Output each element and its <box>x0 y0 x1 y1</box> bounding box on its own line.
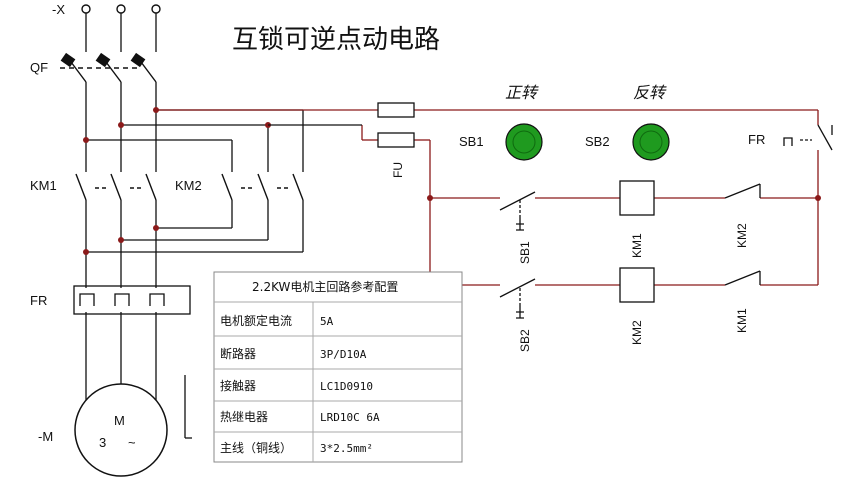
rung1-km2-interlock <box>724 183 761 199</box>
supply-label: -X <box>52 2 65 17</box>
reverse-label: 反转 <box>633 83 667 102</box>
terminal-l3 <box>151 4 161 14</box>
diagram-title: 互锁可逆点动电路 <box>232 25 440 55</box>
rung2-km1-interlock <box>724 270 761 286</box>
sb1-label: SB1 <box>459 134 484 149</box>
table-row-value: 3*2.5mm² <box>320 442 373 455</box>
table-row-value: 5A <box>320 315 334 328</box>
fuse-2 <box>377 132 415 148</box>
motor: M 3 ~ <box>74 383 168 477</box>
sb2-button[interactable] <box>632 123 670 161</box>
table-row-name: 主线（铜线） <box>220 440 292 455</box>
table-row-value: 3P/D10A <box>320 348 367 361</box>
table-row-name: 接触器 <box>220 378 256 393</box>
fr-thermal-relay <box>73 285 191 315</box>
rung1-sb1-contact <box>499 191 536 231</box>
km1-coil <box>619 180 655 216</box>
supply-terminals <box>81 4 161 14</box>
rung1-interlock-label: KM2 <box>735 223 749 248</box>
terminal-l1 <box>81 4 91 14</box>
qf-breaker <box>60 52 157 83</box>
fuse-1 <box>377 102 415 118</box>
rung1-sb-label: SB1 <box>518 241 532 264</box>
control-junctions <box>427 195 821 201</box>
forward-label: 正转 <box>505 83 539 102</box>
fr-main-label: FR <box>30 293 47 308</box>
motor-phase-label: 3 <box>99 435 106 450</box>
fu-label: FU <box>391 162 405 178</box>
table-row-name: 热继电器 <box>220 410 268 424</box>
table-row-name: 电机额定电流 <box>220 313 292 328</box>
km2-main-contacts <box>221 173 304 201</box>
km2-coil <box>619 267 655 303</box>
rung2-sb2-contact <box>499 278 536 319</box>
config-table: 2.2KW电机主回路参考配置 电机额定电流 5A 断路器 3P/D10A 接触器… <box>213 271 463 463</box>
table-title: 2.2KW电机主回路参考配置 <box>252 279 398 294</box>
fr-nc-contact <box>783 124 833 151</box>
sb1-button[interactable] <box>505 123 543 161</box>
km2-main-label: KM2 <box>175 178 202 193</box>
table-row-value: LRD10C 6A <box>320 411 380 424</box>
motor-label: -M <box>38 429 53 444</box>
motor-circle <box>74 383 168 477</box>
rung1-coil-label: KM1 <box>630 233 644 258</box>
rung2-sb-label: SB2 <box>518 329 532 352</box>
qf-label: QF <box>30 60 48 75</box>
rung2-interlock-label: KM1 <box>735 308 749 333</box>
rung2-coil-label: KM2 <box>630 320 644 345</box>
table-row-name: 断路器 <box>220 346 256 361</box>
main-junctions <box>83 107 271 255</box>
fuses <box>377 102 415 148</box>
fr-ctrl-label: FR <box>748 132 765 147</box>
km1-main-contacts <box>75 173 157 201</box>
control-wires <box>156 109 819 286</box>
motor-ac-symbol: ~ <box>128 435 136 450</box>
km1-main-label: KM1 <box>30 178 57 193</box>
motor-m-label: M <box>114 413 125 428</box>
table-row-value: LC1D0910 <box>320 380 373 393</box>
sb2-label: SB2 <box>585 134 610 149</box>
terminal-l2 <box>116 4 126 14</box>
